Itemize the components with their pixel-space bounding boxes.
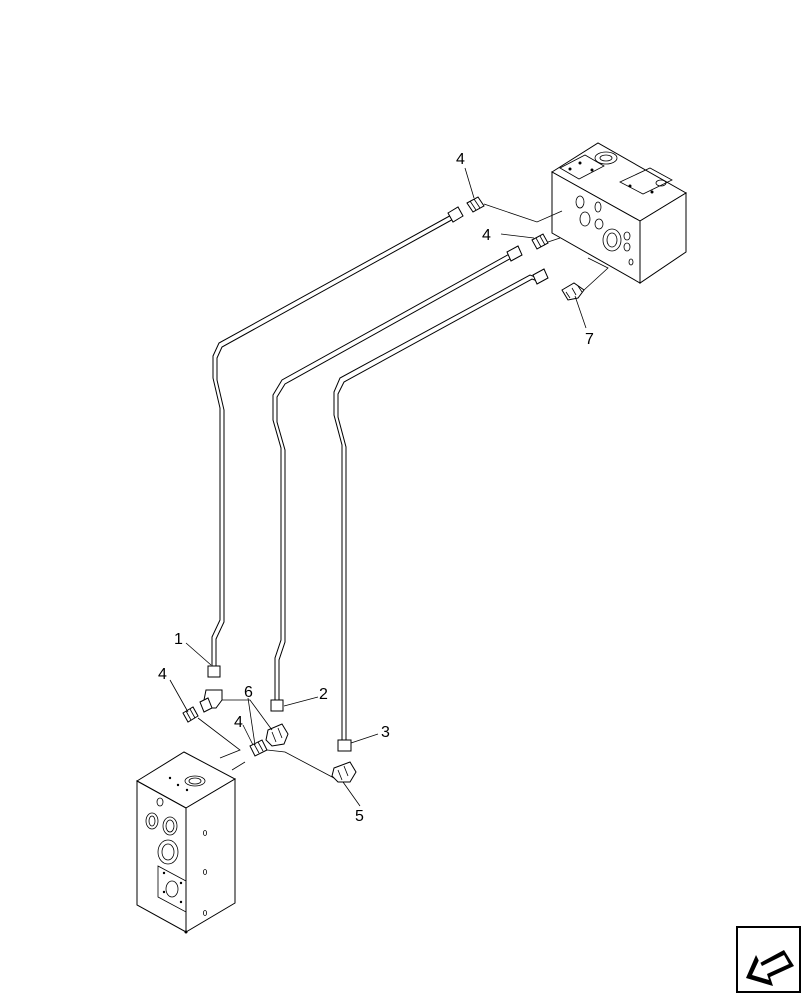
tube-2 — [270, 245, 523, 712]
callout-6: 6 — [244, 684, 253, 701]
callout-5: 5 — [355, 808, 364, 825]
connection-lines — [197, 203, 609, 779]
lower-valve-block — [136, 751, 237, 934]
callout-4-lower-b: 4 — [234, 714, 243, 731]
callout-3: 3 — [381, 724, 390, 741]
fitting-4-lower-a — [182, 706, 199, 723]
callout-4-upper-b: 4 — [482, 227, 491, 244]
fitting-4-upper-a — [466, 196, 485, 213]
callout-4-lower-a: 4 — [158, 666, 167, 683]
elbow-fitting-6 — [265, 723, 289, 747]
elbow-fitting-upper-left — [199, 689, 223, 713]
callout-7: 7 — [585, 331, 594, 348]
fitting-4-lower-b — [249, 739, 268, 757]
callout-4-upper-a: 4 — [456, 151, 465, 168]
callout-2: 2 — [319, 686, 328, 703]
elbow-fitting-5 — [331, 761, 357, 783]
elbow-fitting-7 — [561, 282, 585, 301]
upper-valve-block — [551, 142, 687, 284]
navigation-arrow-icon[interactable] — [736, 926, 801, 993]
callout-1: 1 — [174, 631, 183, 648]
tube-1 — [207, 206, 464, 678]
leader-lines — [169, 167, 587, 807]
tube-3 — [333, 268, 549, 752]
fitting-4-upper-b — [531, 233, 549, 250]
